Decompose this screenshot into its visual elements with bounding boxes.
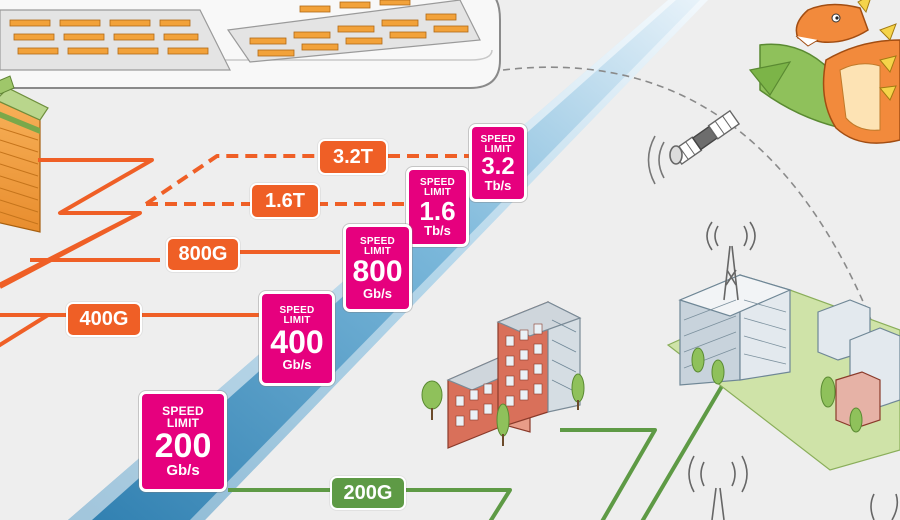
link-3-2t-dashed-left	[144, 154, 318, 206]
label-1-6t: 1.6T	[250, 183, 320, 219]
sign-caption-limit: LIMIT	[283, 315, 311, 326]
sign-unit: Gb/s	[166, 462, 200, 479]
label-400g: 400G	[66, 302, 142, 337]
server-rack-icon	[0, 75, 49, 233]
link-800g-diag	[0, 211, 141, 289]
link-campus-b	[640, 384, 724, 520]
link-200g-right	[402, 488, 512, 520]
campus-buildings-icon	[666, 274, 900, 471]
sign-caption-speed: SPEED	[279, 305, 315, 316]
tree-icon	[421, 373, 585, 446]
sign-unit: Tb/s	[484, 177, 512, 193]
speed-limit-sign-1-6-tbs: SPEED LIMIT 1.6 Tb/s	[406, 167, 469, 247]
sign-caption-speed: SPEED	[162, 404, 204, 418]
sign-caption-speed: SPEED	[360, 235, 395, 247]
sign-value: 3.2	[481, 152, 515, 180]
speed-limit-sign-200-gbs: SPEED LIMIT 200 Gb/s	[139, 391, 227, 492]
dragon-icon	[748, 0, 900, 144]
label-3-2t: 3.2T	[318, 139, 388, 175]
sign-caption-limit: LIMIT	[166, 416, 200, 430]
sign-caption-speed: SPEED	[420, 176, 455, 188]
river-edge-right	[190, 0, 708, 520]
orange-link-network	[0, 158, 340, 348]
sign-unit: Gb/s	[282, 357, 312, 372]
sign-caption-limit: LIMIT	[423, 186, 452, 198]
bottom-right-tower-icon	[870, 493, 899, 520]
green-link-network	[228, 384, 724, 520]
label-200g: 200G	[330, 476, 406, 510]
speed-limit-sign-400-gbs: SPEED LIMIT 400 Gb/s	[259, 291, 335, 386]
link-campus-a	[560, 428, 657, 520]
sign-unit: Tb/s	[424, 222, 451, 238]
speed-limit-sign-800-gbs: SPEED LIMIT 800 Gb/s	[343, 224, 412, 312]
cell-tower-bottom-icon	[688, 455, 748, 520]
sign-value: 400	[270, 324, 324, 360]
satellite-signal-icon	[647, 135, 683, 185]
sign-value: 800	[352, 254, 403, 288]
link-400g-diag	[0, 313, 50, 348]
cell-tower-icon	[706, 221, 756, 301]
orange-dashed-links	[144, 154, 470, 206]
office-building-icon	[446, 301, 582, 449]
data-center-dome-icon	[0, 0, 501, 89]
sign-caption-limit: LIMIT	[363, 245, 392, 257]
label-800g: 800G	[166, 237, 240, 272]
sign-unit: Gb/s	[363, 285, 392, 301]
sign-value: 1.6	[419, 195, 456, 226]
speed-limit-sign-3-2-tbs: SPEED LIMIT 3.2 Tb/s	[469, 124, 527, 202]
sign-caption-limit: LIMIT	[484, 143, 512, 155]
sign-value: 200	[154, 427, 212, 465]
sign-caption-speed: SPEED	[480, 133, 516, 145]
